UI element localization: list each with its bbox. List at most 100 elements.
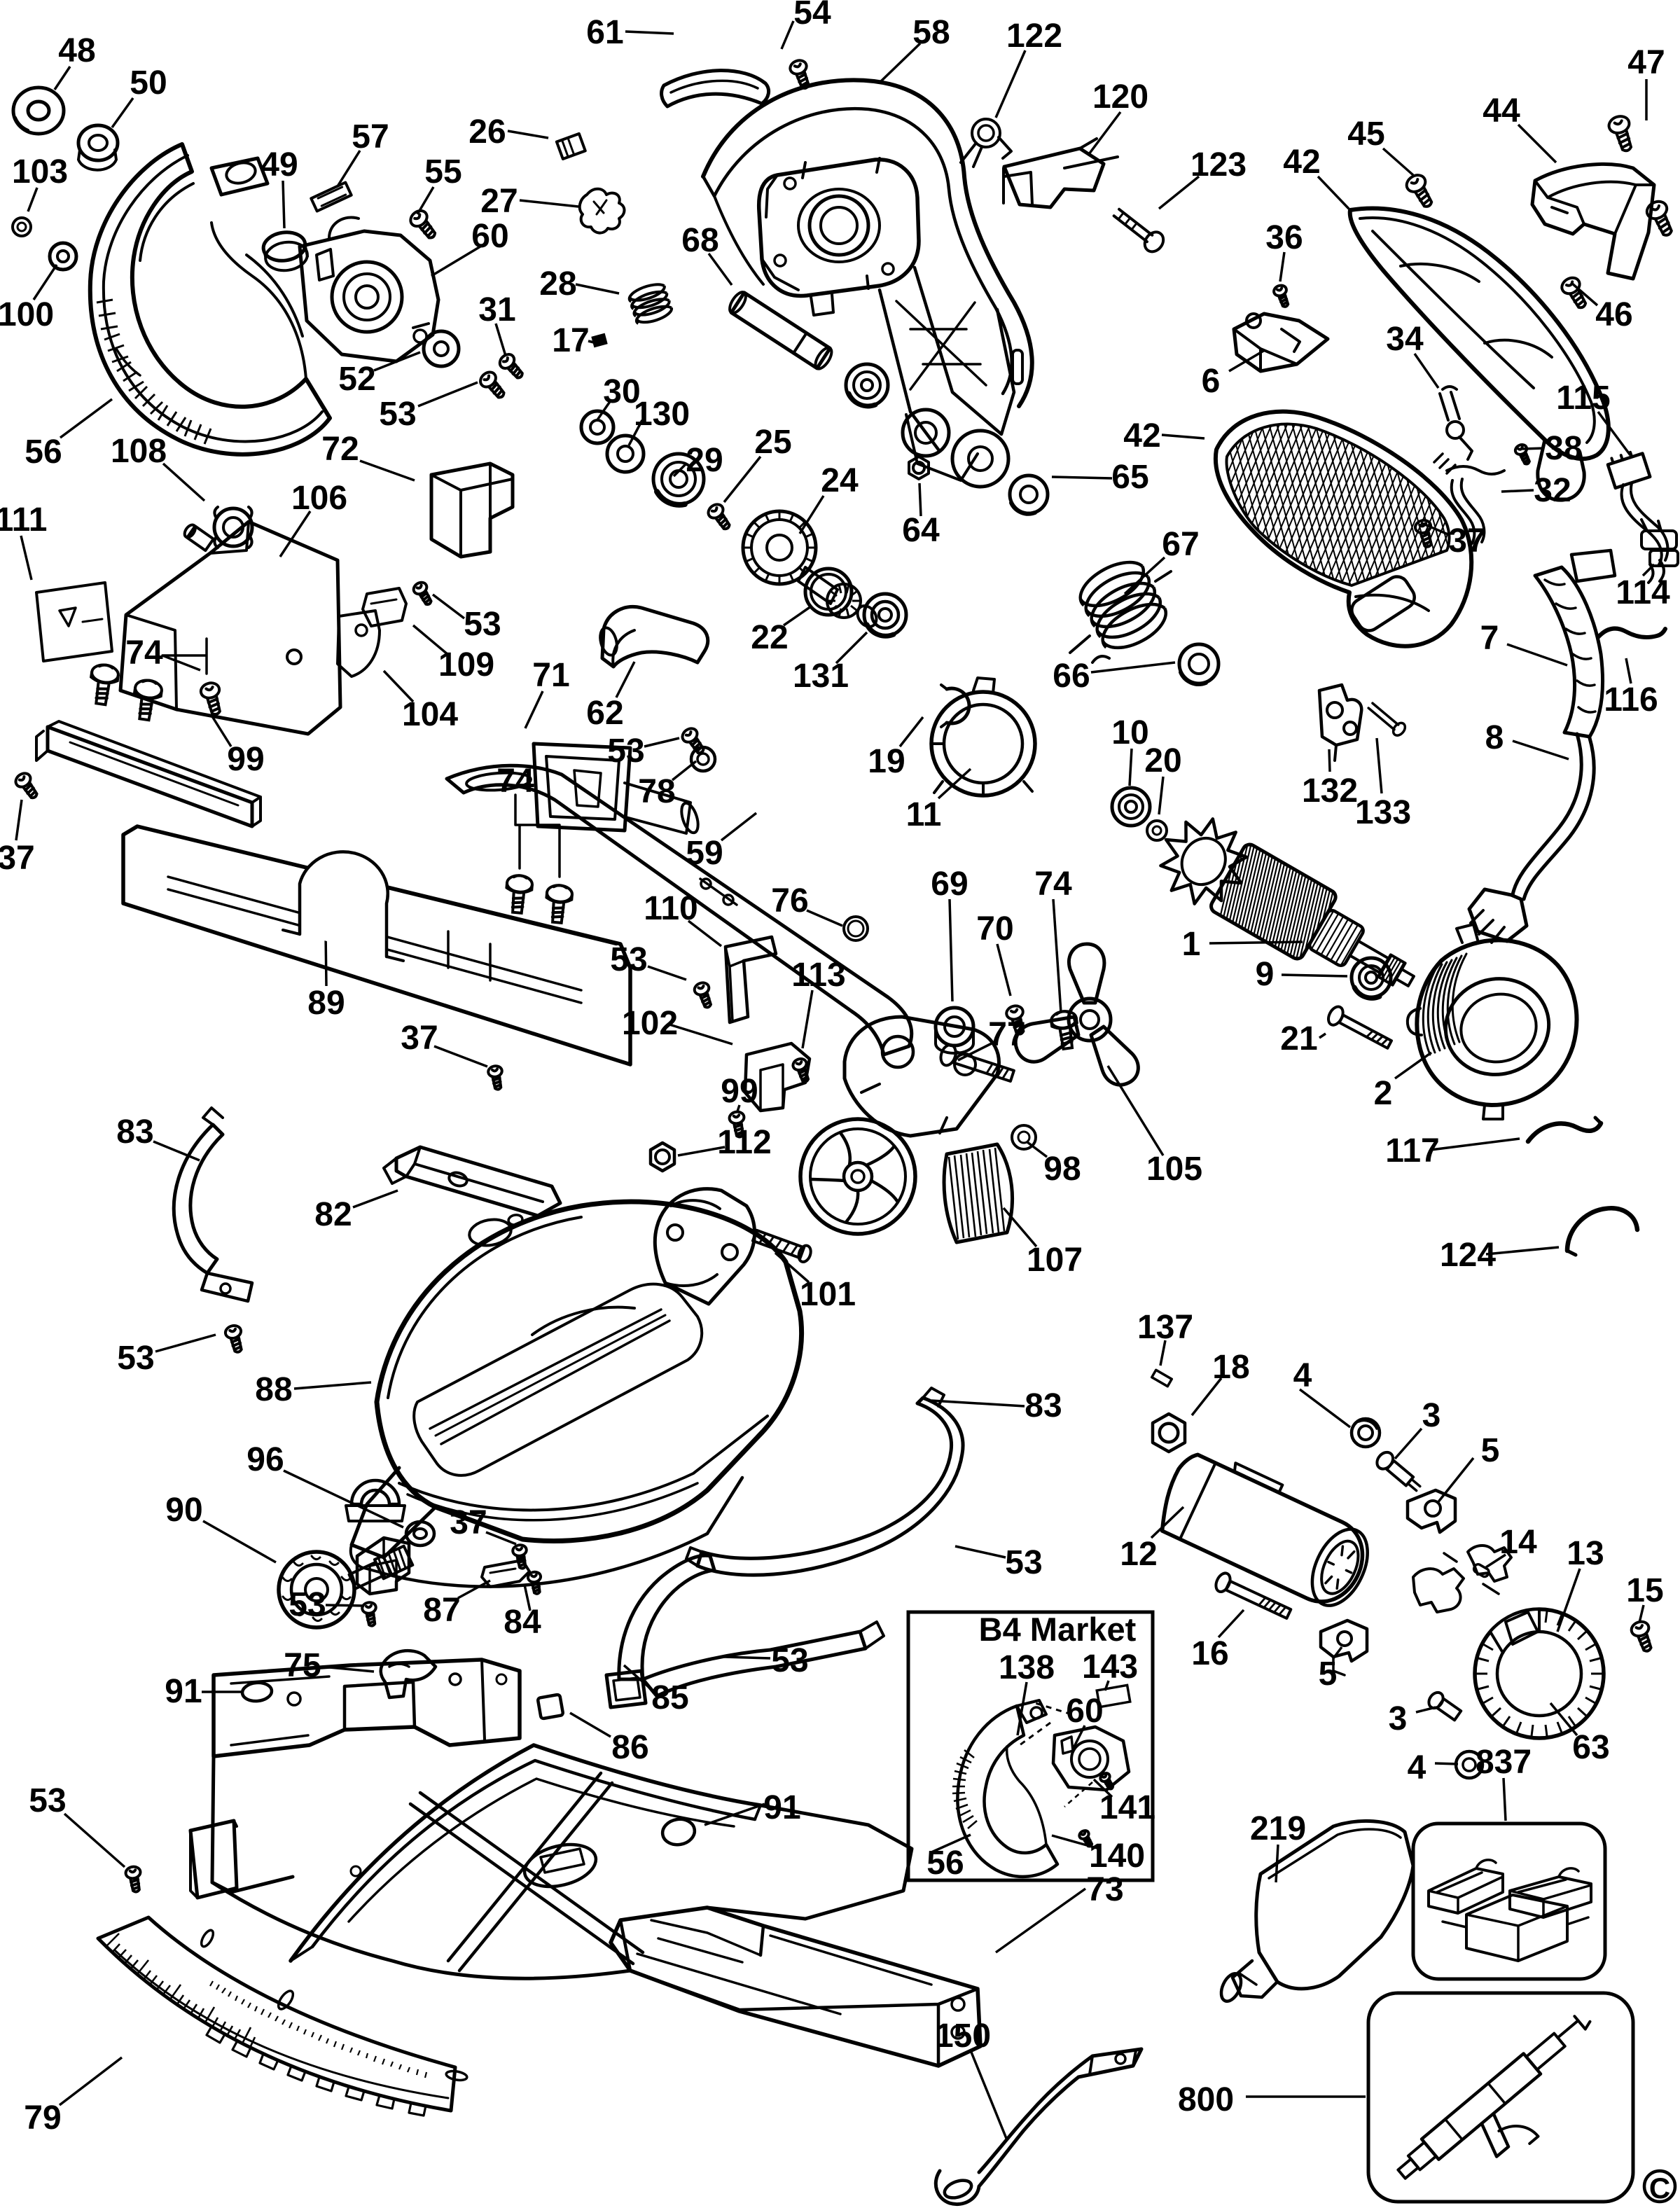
svg-text:20: 20 <box>1144 742 1181 779</box>
svg-text:18: 18 <box>1212 1349 1249 1386</box>
svg-text:56: 56 <box>926 1845 964 1882</box>
svg-text:70: 70 <box>976 910 1013 947</box>
svg-text:132: 132 <box>1302 772 1358 810</box>
svg-text:123: 123 <box>1190 146 1247 183</box>
svg-text:46: 46 <box>1595 296 1632 333</box>
svg-text:117: 117 <box>1385 1132 1439 1169</box>
svg-text:B4 Market: B4 Market <box>979 1611 1137 1648</box>
svg-text:106: 106 <box>291 480 347 517</box>
svg-text:141: 141 <box>1099 1789 1155 1826</box>
svg-text:4: 4 <box>1293 1357 1312 1394</box>
svg-text:71: 71 <box>532 657 569 694</box>
svg-text:56: 56 <box>25 433 62 471</box>
svg-text:25: 25 <box>754 424 791 461</box>
svg-text:82: 82 <box>314 1196 352 1233</box>
svg-text:72: 72 <box>321 431 359 468</box>
svg-text:84: 84 <box>504 1604 541 1641</box>
svg-text:109: 109 <box>438 646 494 683</box>
svg-text:22: 22 <box>751 619 788 656</box>
svg-text:83: 83 <box>1025 1387 1062 1424</box>
svg-text:53: 53 <box>117 1340 154 1377</box>
svg-text:53: 53 <box>607 732 644 770</box>
svg-text:83: 83 <box>116 1113 153 1151</box>
svg-text:1: 1 <box>1182 926 1201 963</box>
svg-text:105: 105 <box>1146 1151 1202 1188</box>
svg-text:219: 219 <box>1250 1810 1306 1847</box>
svg-text:37: 37 <box>401 1020 438 1057</box>
svg-text:27: 27 <box>480 183 518 220</box>
svg-text:74: 74 <box>497 763 534 800</box>
svg-text:3: 3 <box>1422 1397 1441 1434</box>
svg-text:2: 2 <box>1374 1075 1393 1112</box>
svg-text:34: 34 <box>1386 321 1424 358</box>
svg-text:112: 112 <box>717 1124 771 1161</box>
svg-text:64: 64 <box>902 512 940 549</box>
svg-text:99: 99 <box>227 741 264 778</box>
svg-text:11: 11 <box>906 796 942 833</box>
svg-text:143: 143 <box>1082 1648 1138 1686</box>
svg-text:36: 36 <box>1265 219 1303 256</box>
svg-text:9: 9 <box>1256 956 1275 993</box>
svg-text:21: 21 <box>1280 1020 1317 1057</box>
svg-text:137: 137 <box>1137 1309 1193 1346</box>
svg-text:800: 800 <box>1178 2081 1234 2118</box>
svg-text:100: 100 <box>0 296 54 333</box>
svg-text:79: 79 <box>24 2099 61 2137</box>
svg-text:67: 67 <box>1162 526 1199 563</box>
svg-text:66: 66 <box>1053 658 1090 695</box>
svg-text:90: 90 <box>165 1492 202 1529</box>
svg-text:74: 74 <box>125 634 163 672</box>
svg-text:42: 42 <box>1283 144 1320 181</box>
svg-text:98: 98 <box>1043 1151 1081 1188</box>
svg-text:16: 16 <box>1191 1635 1228 1672</box>
svg-text:76: 76 <box>771 882 808 919</box>
svg-text:7: 7 <box>1480 620 1499 657</box>
svg-text:15: 15 <box>1626 1572 1663 1609</box>
svg-text:47: 47 <box>1627 44 1665 81</box>
svg-text:53: 53 <box>1005 1544 1042 1581</box>
svg-text:C: C <box>1649 2172 1670 2204</box>
svg-text:111: 111 <box>0 501 47 539</box>
svg-text:69: 69 <box>931 866 968 903</box>
svg-text:86: 86 <box>611 1729 648 1766</box>
svg-text:103: 103 <box>12 153 68 190</box>
svg-text:59: 59 <box>686 835 723 872</box>
svg-text:12: 12 <box>1120 1536 1157 1573</box>
svg-text:138: 138 <box>999 1649 1055 1686</box>
svg-text:53: 53 <box>29 1782 66 1819</box>
svg-text:14: 14 <box>1499 1524 1537 1561</box>
svg-text:24: 24 <box>821 462 859 499</box>
svg-text:53: 53 <box>464 606 501 643</box>
svg-text:120: 120 <box>1092 78 1148 116</box>
svg-text:37: 37 <box>0 840 35 877</box>
svg-text:45: 45 <box>1347 116 1384 153</box>
svg-text:10: 10 <box>1111 714 1148 751</box>
svg-text:122: 122 <box>1006 18 1062 55</box>
svg-text:62: 62 <box>586 695 623 732</box>
svg-text:53: 53 <box>379 396 416 433</box>
svg-text:88: 88 <box>255 1371 292 1408</box>
svg-text:50: 50 <box>130 64 167 102</box>
svg-text:130: 130 <box>634 396 690 433</box>
svg-text:53: 53 <box>289 1586 326 1623</box>
svg-text:61: 61 <box>586 14 623 51</box>
svg-text:19: 19 <box>868 743 905 780</box>
svg-text:44: 44 <box>1483 92 1520 130</box>
svg-text:57: 57 <box>352 118 389 155</box>
svg-text:48: 48 <box>58 32 95 69</box>
svg-text:5: 5 <box>1481 1432 1500 1469</box>
svg-text:108: 108 <box>111 433 167 470</box>
svg-text:96: 96 <box>247 1441 284 1478</box>
svg-text:99: 99 <box>721 1073 758 1110</box>
svg-text:17: 17 <box>552 322 589 359</box>
svg-text:101: 101 <box>800 1276 856 1313</box>
svg-text:116: 116 <box>1604 681 1658 718</box>
svg-text:63: 63 <box>1572 1729 1609 1766</box>
svg-text:42: 42 <box>1123 417 1160 454</box>
svg-text:26: 26 <box>468 113 506 151</box>
svg-text:4: 4 <box>1408 1749 1426 1786</box>
svg-text:55: 55 <box>424 153 461 190</box>
svg-text:3: 3 <box>1389 1700 1408 1737</box>
svg-text:131: 131 <box>793 658 849 695</box>
svg-text:68: 68 <box>681 222 718 259</box>
